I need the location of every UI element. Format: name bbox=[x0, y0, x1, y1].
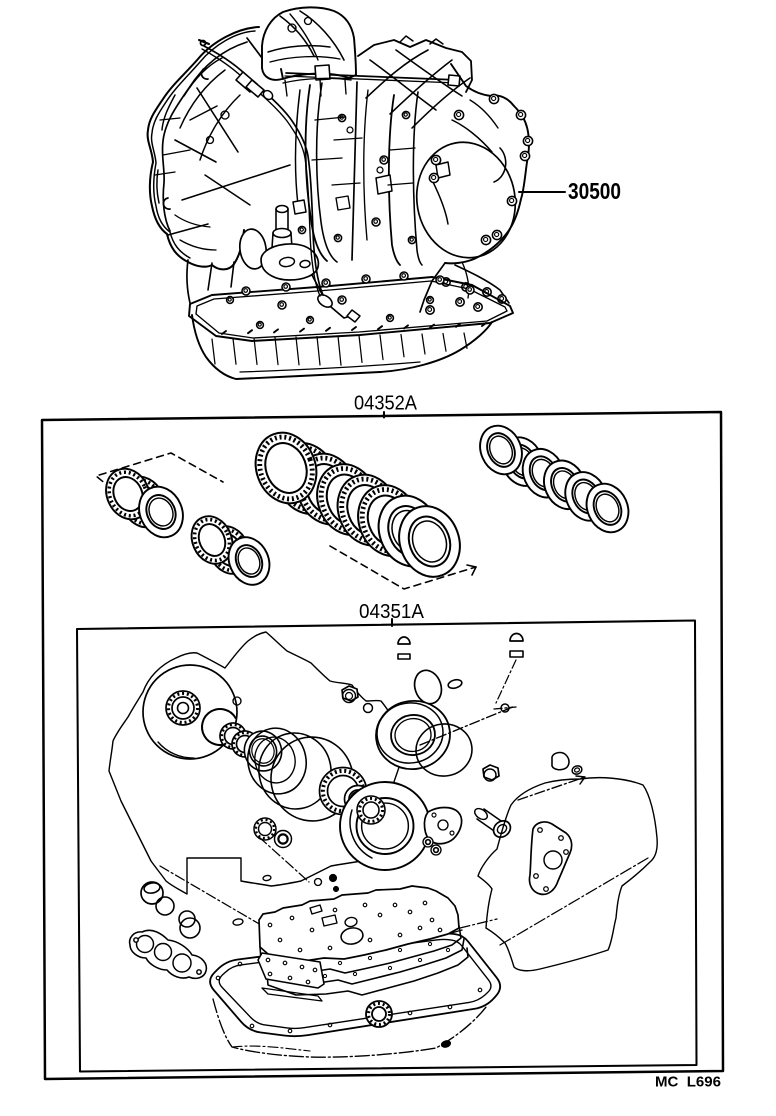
svg-text:04351A: 04351A bbox=[359, 601, 425, 623]
svg-text:04352A: 04352A bbox=[354, 392, 417, 415]
svg-text:MC L696: MC L696 bbox=[655, 1074, 721, 1091]
svg-text:30500: 30500 bbox=[568, 178, 621, 204]
